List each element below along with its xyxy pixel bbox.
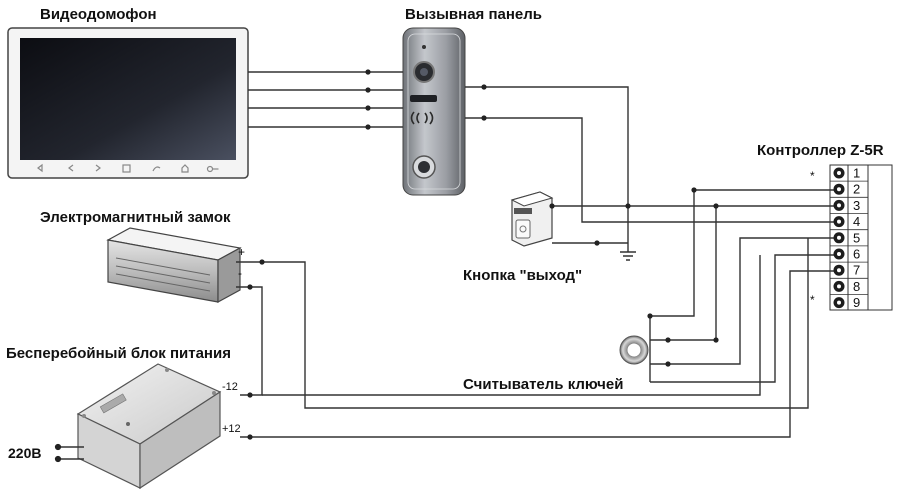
videophone-touch-icons xyxy=(37,163,219,173)
key-reader-label: Считыватель ключей xyxy=(463,376,623,393)
exit-plate xyxy=(514,208,532,214)
terminal-number-5: 5 xyxy=(853,230,860,245)
exit-button-label: Кнопка "выход" xyxy=(463,267,582,284)
videophone-screen xyxy=(20,38,236,160)
lock-minus-terminal: - xyxy=(238,266,242,280)
em-lock-label: Электромагнитный замок xyxy=(40,209,231,226)
controller-mark-1: * xyxy=(810,169,815,183)
controller-label: Контроллер Z-5R xyxy=(757,142,884,159)
psu-minus-terminal: -12 xyxy=(222,381,238,393)
lock-plus-terminal: + xyxy=(238,245,245,259)
videophone-monitor xyxy=(7,27,249,179)
terminal-number-9: 9 xyxy=(853,295,860,310)
terminal-number-6: 6 xyxy=(853,247,860,262)
psu-plus-terminal: +12 xyxy=(222,423,241,435)
wires xyxy=(58,71,835,460)
speaker-grille xyxy=(410,95,437,102)
ups-label-plate xyxy=(99,393,127,414)
terminal-number-7: 7 xyxy=(853,263,860,278)
call-panel-label: Вызывная панель xyxy=(405,6,542,23)
terminal-number-2: 2 xyxy=(853,182,860,197)
rfid-icon xyxy=(410,111,415,125)
call-panel xyxy=(402,27,466,196)
ups-box xyxy=(76,363,222,490)
controller-mark-9: * xyxy=(810,293,815,307)
videophone-label: Видеодомофон xyxy=(40,6,157,23)
terminal-number-8: 8 xyxy=(853,279,860,294)
mains-label: 220В xyxy=(8,445,41,461)
ups-label: Бесперебойный блок питания xyxy=(6,345,231,362)
terminal-number-4: 4 xyxy=(853,214,860,229)
controller-terminal-block xyxy=(829,164,893,311)
ground-icon xyxy=(620,251,636,261)
em-lock-device xyxy=(106,227,242,304)
terminal-number-3: 3 xyxy=(853,198,860,213)
exit-button-device xyxy=(510,191,554,247)
terminal-number-1: 1 xyxy=(853,166,860,181)
key-reader-device xyxy=(619,335,649,365)
exit-push-icon xyxy=(515,219,531,239)
junction-dots xyxy=(54,69,719,463)
